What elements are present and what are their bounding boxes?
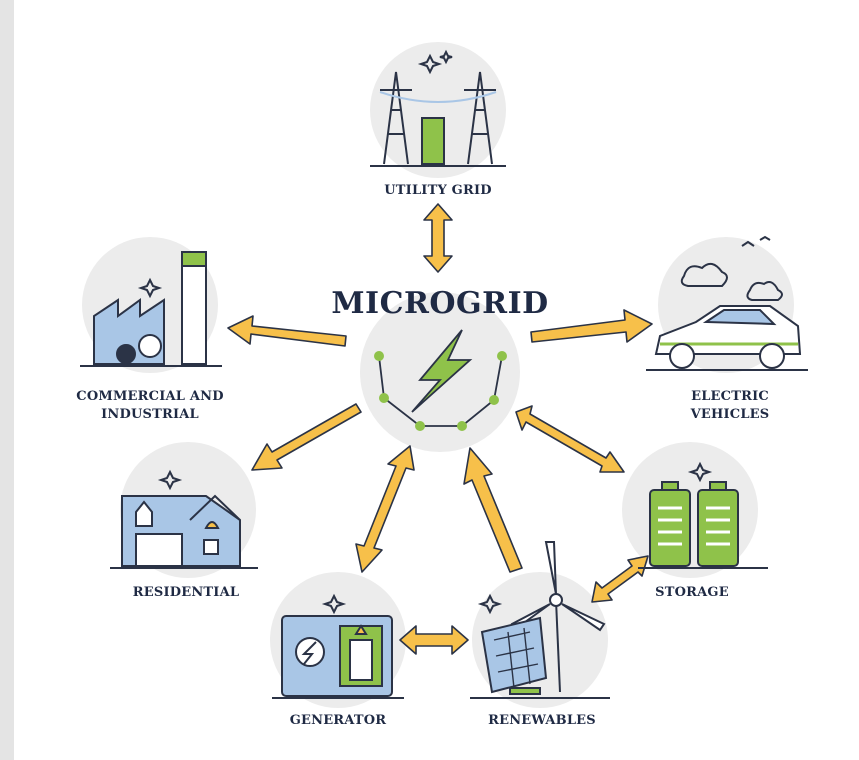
label-commercial: COMMERCIAL AND INDUSTRIAL [60,388,240,424]
arrow-generator-renewables [399,625,469,655]
flow-arrows [227,203,653,655]
generator-icon [272,593,404,699]
solar-wind-icon [470,541,610,699]
hub-network-icon [374,329,507,431]
label-commercial-line1: COMMERCIAL AND [76,389,224,404]
arrow-hub-commercial [227,315,347,347]
label-ev-line1: ELECTRIC [691,389,769,404]
label-storage: STORAGE [655,585,729,600]
label-generator: GENERATOR [289,713,387,728]
arrow-hub-residential [251,403,362,471]
battery-icon [638,461,768,569]
arrow-renewables-hub [463,447,523,573]
arrow-hub-generator [355,445,415,573]
arrow-renewables-storage [591,555,649,603]
label-ev-line2: VEHICLES [690,407,770,422]
label-residential: RESIDENTIAL [132,585,240,600]
power-tower-icon [370,49,506,167]
utility-circle [370,42,506,178]
label-commercial-line2: INDUSTRIAL [101,407,199,422]
arrow-hub-storage [515,405,625,473]
label-renewables: RENEWABLES [488,713,596,728]
lightning-bolt-icon [411,329,473,413]
house-icon [110,469,258,569]
arrow-hub-ev [530,309,653,343]
diagram-title: MICROGRID [331,286,549,321]
left-border-strip [0,0,14,760]
electric-car-icon [646,235,808,371]
label-electric-vehicles: ELECTRIC VEHICLES [660,388,800,424]
factory-icon [80,251,222,367]
arrow-utility-hub [423,203,453,273]
label-utility-grid: UTILITY GRID [384,183,492,198]
